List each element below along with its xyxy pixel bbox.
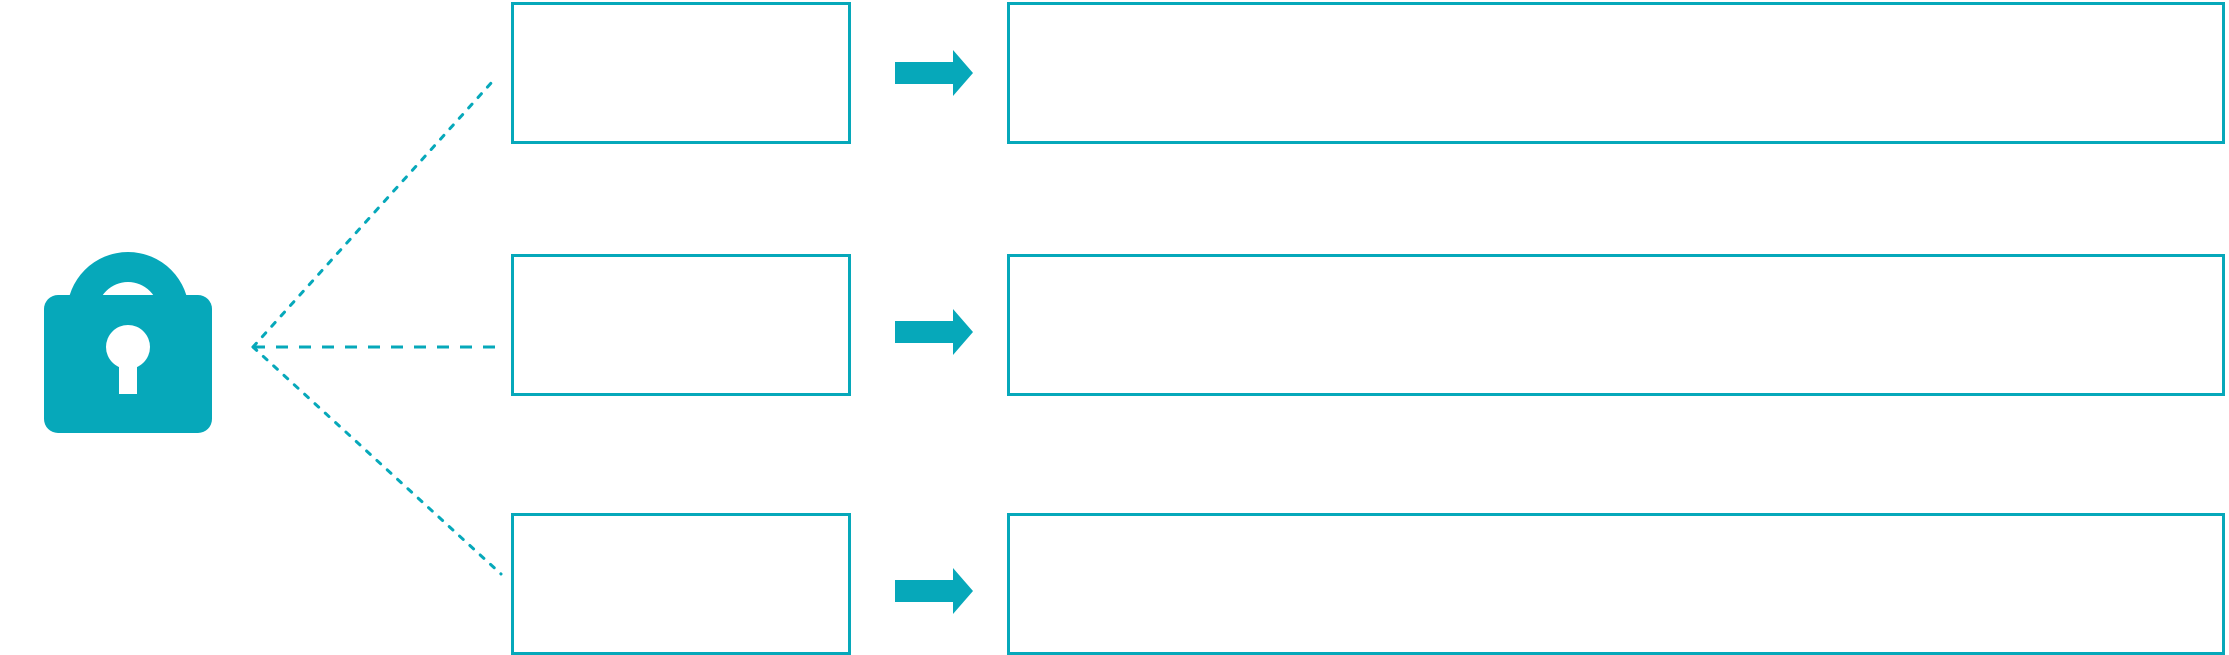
arrow-right-icon-2 (895, 309, 973, 355)
effect-box-3-label (1010, 516, 2222, 536)
effect-box-3[interactable] (1007, 513, 2225, 655)
cause-box-1[interactable] (511, 2, 851, 144)
cause-box-2-label (514, 257, 848, 277)
effect-box-2-label (1010, 257, 2222, 277)
connector-line-top (251, 80, 494, 349)
cause-box-1-label (514, 5, 848, 25)
arrow-right-icon-3 (895, 568, 973, 614)
effect-box-1[interactable] (1007, 2, 2225, 144)
cause-box-2[interactable] (511, 254, 851, 396)
lock-icon (20, 150, 220, 440)
arrow-right-icon-1 (895, 50, 973, 96)
effect-box-2[interactable] (1007, 254, 2225, 396)
cause-box-3[interactable] (511, 513, 851, 655)
connector-line-bottom (251, 345, 503, 576)
effect-box-1-label (1010, 5, 2222, 25)
cause-box-3-label (514, 516, 848, 536)
